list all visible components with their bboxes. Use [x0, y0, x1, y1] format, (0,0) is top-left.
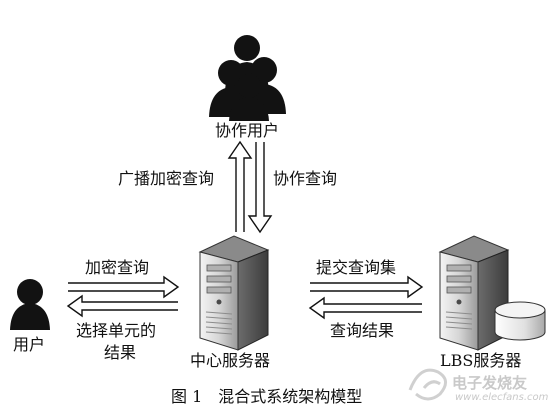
user-icon: [10, 279, 50, 330]
watermark-text: 电子发烧友: [452, 374, 528, 392]
selected-cell-result-label-line2: 结果: [104, 343, 137, 362]
encrypted-query-arrow: [68, 275, 180, 299]
figure-caption: 图 1 混合式系统架构模型: [171, 387, 363, 406]
user-label: 用户: [13, 335, 46, 354]
query-result-arrow: [308, 296, 422, 320]
cooperative-query-label: 协作查询: [273, 169, 338, 188]
selected-cell-result-label-line1: 选择单元的: [76, 321, 157, 340]
database-disk-icon: [494, 301, 546, 341]
center-server-label: 中心服务器: [190, 351, 271, 370]
watermark-logo-icon: [408, 368, 447, 401]
cooperative-users-label: 协作用户: [215, 121, 280, 140]
query-result-label: 查询结果: [330, 321, 395, 340]
lbs-server-label: LBS服务器: [440, 351, 522, 370]
selected-cell-result-arrow: [66, 294, 178, 318]
cooperative-query-arrow: [247, 142, 273, 234]
broadcast-encrypted-query-label: 广播加密查询: [118, 169, 215, 188]
center-server-icon: [198, 235, 270, 351]
watermark-url: www.elecfans.com: [455, 392, 549, 403]
broadcast-encrypted-query-arrow: [227, 140, 253, 232]
encrypted-query-label: 加密查询: [85, 258, 150, 277]
submit-query-set-label: 提交查询集: [316, 258, 397, 277]
cooperative-users-icon: [209, 35, 286, 121]
submit-query-set-arrow: [310, 275, 424, 299]
